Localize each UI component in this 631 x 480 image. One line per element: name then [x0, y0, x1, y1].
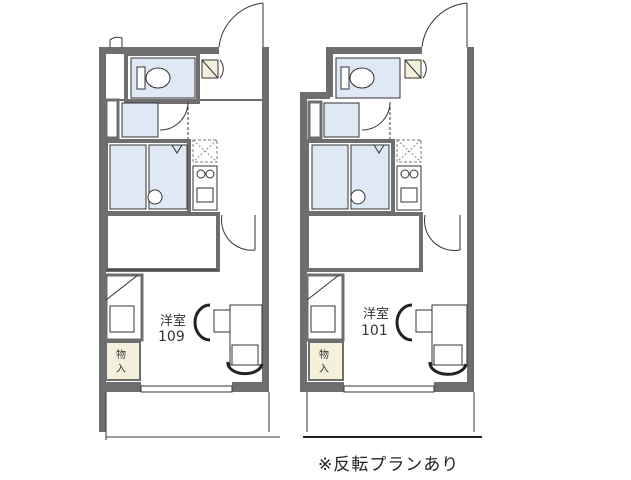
svg-text:物: 物: [319, 348, 329, 361]
toilet-icon: [145, 67, 171, 89]
floorplan-left: 物 入 洋室 109: [99, 2, 280, 440]
fridge-space: [192, 139, 218, 163]
wall: [262, 47, 269, 392]
svg-text:洋室: 洋室: [363, 306, 389, 322]
wall: [99, 47, 106, 432]
room-number-label: 109: [158, 329, 185, 345]
svg-text:101: 101: [361, 323, 388, 339]
washbasin-area: [121, 102, 159, 138]
svg-text:入: 入: [116, 364, 126, 375]
bathtub-icon: [109, 144, 147, 210]
svg-text:入: 入: [319, 364, 329, 375]
svg-text:物: 物: [116, 348, 126, 361]
reversed-plan-note: ※反転プランあり: [318, 455, 460, 475]
storage-closet: [105, 341, 141, 381]
entrance-door-icon: [218, 2, 264, 48]
room-type-label: 洋室: [160, 313, 186, 329]
floorplan-right: 物 入 洋室 101: [300, 2, 482, 438]
